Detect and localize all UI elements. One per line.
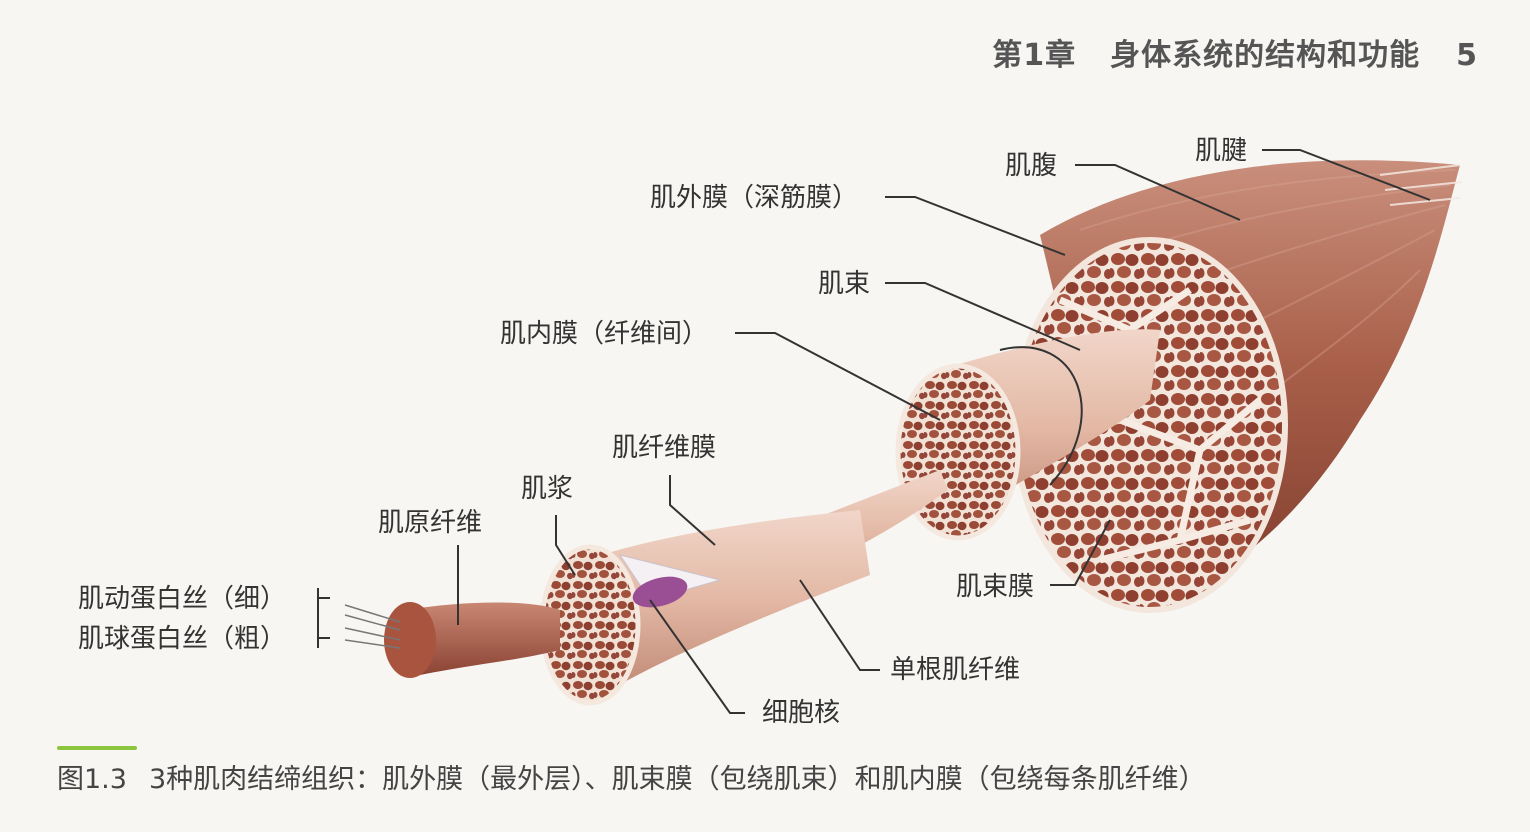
figure-number: 图1.3 [57,764,127,795]
label-fascicle: 肌束 [818,269,871,299]
label-actin: 肌动蛋白丝（细） [78,584,287,614]
page-header: 第1章身体系统的结构和功能 5 [992,30,1478,74]
label-myofibril: 肌原纤维 [378,508,483,538]
chapter-number: 第1章 [992,38,1077,73]
fascicle-outline [999,346,1083,486]
filament-strands [344,604,401,649]
figure-caption: 图1.3 3种肌肉结缔组织：肌外膜（最外层）、肌束膜（包绕肌束）和肌内膜（包绕每条… [57,757,1206,796]
single-muscle-fiber [585,510,870,690]
label-epimysium: 肌外膜（深筋膜） [650,183,859,213]
label-nucleus: 细胞核 [762,698,841,728]
caption-accent-rule [57,746,137,750]
page-number: 5 [1456,38,1478,73]
label-tendon: 肌腱 [1195,136,1248,166]
label-belly: 肌腹 [1005,151,1058,181]
myofibril-body [405,602,560,675]
label-myosin: 肌球蛋白丝（粗） [78,624,287,654]
label-sarcoplasm: 肌浆 [521,474,574,504]
caption-text: 3种肌肉结缔组织：肌外膜（最外层）、肌束膜（包绕肌束）和肌内膜（包绕每条肌纤维） [148,764,1206,795]
chapter-title: 身体系统的结构和功能 [1110,38,1421,73]
myofibril-end [384,602,436,678]
label-perimysium: 肌束膜 [956,572,1035,602]
leader-lines [317,149,1431,714]
label-endomysium: 肌内膜（纤维间） [500,319,709,349]
label-single-fiber: 单根肌纤维 [890,655,1021,685]
label-sarcolemma: 肌纤维膜 [612,433,717,463]
nucleus-shape [632,576,688,608]
